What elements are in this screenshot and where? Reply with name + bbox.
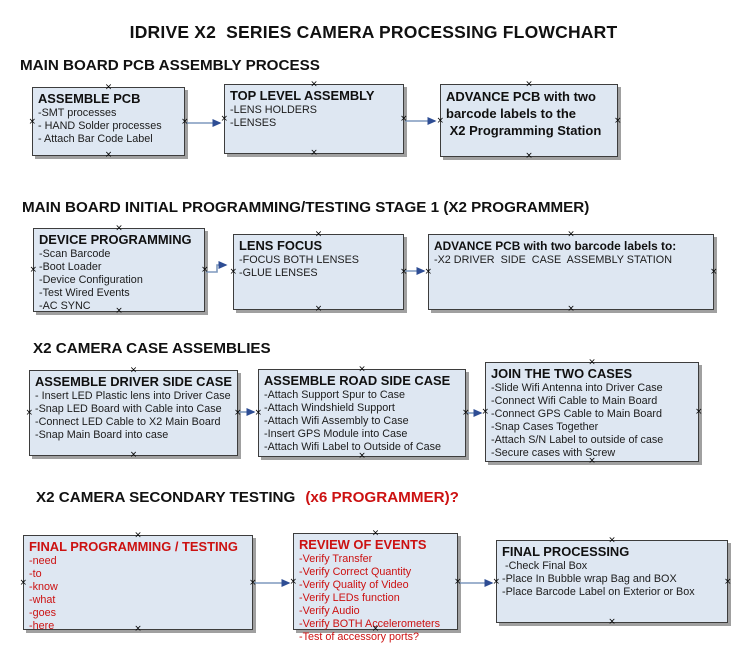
box-line: -FOCUS BOTH LENSES [239, 254, 359, 266]
box-body: -FOCUS BOTH LENSES-GLUE LENSES [239, 254, 401, 280]
box-line: -Scan Barcode [39, 248, 111, 260]
box-title: ASSEMBLE PCB [38, 91, 141, 106]
box-line: -Device Configuration [39, 274, 143, 286]
box-line: -Test of accessory ports? [299, 631, 420, 643]
box-body: -LENS HOLDERS-LENSES [230, 104, 401, 130]
flow-box-review-of-events[interactable]: REVIEW OF EVENTS -Verify Transfer-Verify… [289, 529, 461, 643]
box-line: -Attach Wifi Label to Outside of Case [264, 441, 442, 453]
box-line: barcode labels to the [446, 106, 577, 121]
box-line: -to [29, 568, 42, 580]
box-line: -Boot Loader [39, 261, 102, 273]
box-line: -Verify LEDs function [299, 592, 400, 604]
box-body: ADVANCE PCB with two barcode labels to th… [446, 88, 615, 139]
box-line: - Insert LED Plastic lens into Driver Ca… [35, 390, 231, 402]
box-line: -here [29, 620, 55, 632]
flow-box-assemble-driver-side-case[interactable]: ASSEMBLE DRIVER SIDE CASE - Insert LED P… [25, 366, 241, 459]
section-heading-secondary-testing: X2 CAMERA SECONDARY TESTING (x6 PROGRAMME… [36, 489, 459, 506]
box-body: -Check Final Box-Place In Bubble wrap Ba… [502, 560, 725, 599]
page-title: IDRIVE X2 SERIES CAMERA PROCESSING FLOWC… [129, 22, 618, 42]
box-title: TOP LEVEL ASSEMBLY [230, 88, 375, 103]
box-line: -Secure cases with Screw [491, 447, 616, 459]
box-body: -Verify Transfer-Verify Correct Quantity… [299, 553, 455, 644]
section-heading-initial-programming: MAIN BOARD INITIAL PROGRAMMING/TESTING S… [22, 199, 590, 216]
box-line: -Check Final Box [502, 560, 588, 572]
box-line: - Attach Bar Code Label [38, 133, 153, 145]
box-line: -Snap LED Board with Cable into Case [35, 403, 222, 415]
box-title: LENS FOCUS [239, 238, 323, 253]
box-line: -LENSES [230, 117, 277, 129]
section-heading-pcb-assembly: MAIN BOARD PCB ASSEMBLY PROCESS [20, 57, 320, 74]
flow-box-assemble-pcb[interactable]: ASSEMBLE PCB -SMT processes- HAND Solder… [28, 83, 188, 159]
section-heading-secondary-testing-text: X2 CAMERA SECONDARY TESTING [36, 489, 296, 506]
box-line: -AC SYNC [39, 300, 91, 312]
box-line: -Snap Main Board into case [35, 429, 169, 441]
box-line: -LENS HOLDERS [230, 104, 317, 116]
box-line: -Verify Transfer [299, 553, 373, 565]
box-line: -know [29, 581, 58, 593]
section-heading-programmer-question: (x6 PROGRAMMER)? [305, 489, 459, 506]
box-title: ASSEMBLE ROAD SIDE CASE [264, 373, 451, 388]
box-body: - Insert LED Plastic lens into Driver Ca… [35, 390, 235, 442]
section-heading-case-assemblies: X2 CAMERA CASE ASSEMBLIES [33, 340, 271, 357]
box-line: -GLUE LENSES [239, 267, 318, 279]
flow-box-final-programming-testing[interactable]: FINAL PROGRAMMING / TESTING -need-to-kno… [19, 531, 256, 633]
box-body: -Slide Wifi Antenna into Driver Case-Con… [491, 382, 696, 460]
box-line: -Place Barcode Label on Exterior or Box [502, 586, 695, 598]
box-line: -Connect GPS Cable to Main Board [491, 408, 663, 420]
box-line: -Connect LED Cable to X2 Main Board [35, 416, 221, 428]
flow-box-top-level-assembly[interactable]: TOP LEVEL ASSEMBLY -LENS HOLDERS-LENSES … [220, 80, 407, 157]
box-line: -Place In Bubble wrap Bag and BOX [502, 573, 677, 585]
box-line: -Attach S/N Label to outside of case [491, 434, 664, 446]
flow-box-lens-focus[interactable]: LENS FOCUS -FOCUS BOTH LENSES-GLUE LENSE… [229, 230, 407, 313]
box-line: -Attach Windshield Support [264, 402, 395, 414]
box-line: -X2 DRIVER SIDE CASE ASSEMBLY STATION [434, 254, 672, 266]
flow-box-assemble-road-side-case[interactable]: ASSEMBLE ROAD SIDE CASE -Attach Support … [254, 365, 469, 460]
box-line: -Verify Correct Quantity [299, 566, 412, 578]
box-title: ASSEMBLE DRIVER SIDE CASE [35, 374, 232, 389]
box-line: -goes [29, 607, 57, 619]
box-line: -Connect Wifi Cable to Main Board [491, 395, 658, 407]
box-body: -Attach Support Spur to Case-Attach Wind… [264, 389, 463, 454]
box-line: -Verify Audio [299, 605, 360, 617]
box-line: ADVANCE PCB with two [446, 89, 596, 104]
box-line: -SMT processes [38, 107, 117, 119]
box-title: REVIEW OF EVENTS [299, 537, 427, 552]
box-body: -need-to-know-what-goes-here [29, 555, 250, 633]
box-title: FINAL PROCESSING [502, 544, 630, 559]
box-line: -Attach Wifi Assembly to Case [264, 415, 409, 427]
box-line: -need [29, 555, 57, 567]
box-line: X2 Programming Station [446, 123, 602, 138]
box-line: -Attach Support Spur to Case [264, 389, 406, 401]
flow-box-advance-pcb-case-assembly[interactable]: ADVANCE PCB with two barcode labels to: … [424, 230, 717, 313]
box-line: -Snap Cases Together [491, 421, 599, 433]
box-line: -Verify BOTH Accelerometers [299, 618, 440, 630]
box-line: -Test Wired Events [39, 287, 130, 299]
box-body: -Scan Barcode-Boot Loader-Device Configu… [39, 248, 202, 313]
box-line: -Slide Wifi Antenna into Driver Case [491, 382, 663, 394]
flow-box-join-the-two-cases[interactable]: JOIN THE TWO CASES -Slide Wifi Antenna i… [481, 358, 702, 465]
box-body: -X2 DRIVER SIDE CASE ASSEMBLY STATION [434, 254, 711, 267]
box-line: -Verify Quality of Video [299, 579, 409, 591]
box-title: DEVICE PROGRAMMING [39, 232, 192, 247]
box-title: ADVANCE PCB with two barcode labels to: [434, 239, 677, 253]
connector-device-programming-to-lens-focus[interactable] [206, 261, 228, 273]
box-title: JOIN THE TWO CASES [491, 366, 633, 381]
flow-box-advance-pcb-programming-station[interactable]: ADVANCE PCB with two barcode labels to th… [436, 80, 621, 160]
box-body: -SMT processes- HAND Solder processes- A… [38, 107, 182, 146]
box-line: -what [29, 594, 56, 606]
box-title: FINAL PROGRAMMING / TESTING [29, 539, 238, 554]
flow-box-final-processing[interactable]: FINAL PROCESSING -Check Final Box-Place … [492, 536, 731, 626]
box-line: -Insert GPS Module into Case [264, 428, 408, 440]
box-line: - HAND Solder processes [38, 120, 162, 132]
